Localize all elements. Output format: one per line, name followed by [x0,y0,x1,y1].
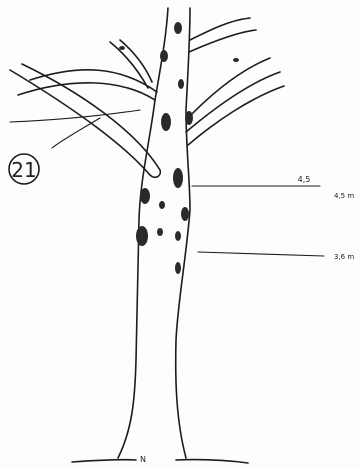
measurement-lower-label: 3,6 m [334,253,354,261]
spot [160,50,168,62]
spot [233,58,239,62]
spot [159,201,165,209]
base-mark: N [140,455,146,464]
spot [140,188,150,204]
ground-line-left [72,460,136,462]
right-branches [186,18,284,145]
left-twig-2 [52,118,100,148]
ground: N [72,455,248,464]
measurement-upper-value: 4,5 m [334,192,354,200]
spot [175,231,181,241]
measurement-upper: 4,5 4,5 m [192,175,354,200]
spot [136,226,148,246]
spot [173,168,183,188]
spot [178,79,184,89]
spot [175,262,181,274]
left-branch-long-lower [18,83,155,100]
spot [157,228,163,236]
spot [174,22,182,34]
measurement-line-lower [198,252,324,256]
right-branch-1 [186,58,270,120]
ground-line-right [176,460,248,463]
spot [161,113,171,131]
right-branch-top-b [189,30,256,52]
figure-number-text: 21 [11,158,36,182]
trunk-spots [119,22,239,274]
right-branch-2 [186,72,280,132]
measurement-upper-label: 4,5 [298,175,311,184]
spot [181,207,189,221]
left-branch-upper-edge [22,64,160,170]
right-branch-top-a [190,18,250,40]
spot [119,46,125,50]
measurement-lower: 3,6 m [198,252,354,261]
left-branch-stub [150,170,160,177]
spot [185,111,193,125]
figure-number-badge: 21 [9,154,39,184]
